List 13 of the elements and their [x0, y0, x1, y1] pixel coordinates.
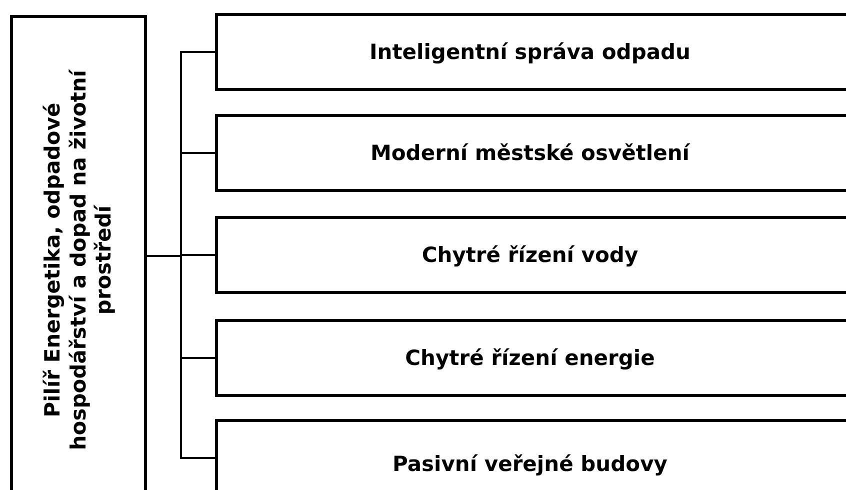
topic-label: Inteligentní správa odpadu	[369, 40, 691, 64]
topic-label: Chytré řízení energie	[405, 346, 655, 370]
connector-line	[147, 255, 215, 459]
topic-box	[215, 319, 846, 397]
topic-box	[215, 114, 846, 192]
topic-box	[215, 13, 846, 91]
topic-label: Moderní městské osvětlení	[370, 141, 690, 165]
topic-label: Chytré řízení vody	[422, 243, 638, 267]
pillar-box	[10, 15, 147, 490]
topic-box	[215, 216, 846, 294]
pillar-title: Pilíř Energetika, odpadové hospodářství a dopad na životní prostředí	[40, 68, 116, 452]
topic-label: Pasivní veřejné budovy	[392, 452, 668, 476]
topic-box	[215, 419, 846, 490]
